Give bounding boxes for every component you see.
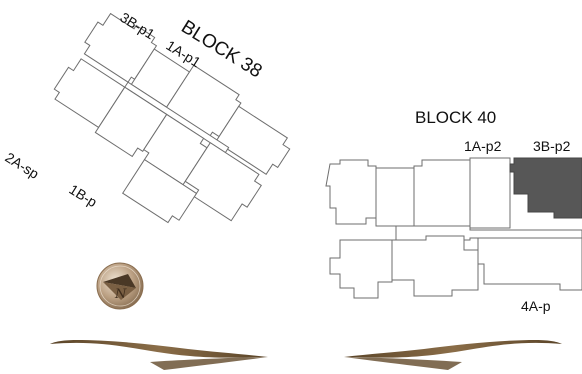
block-40-title: BLOCK 40 — [415, 108, 496, 127]
ornament-left — [50, 340, 268, 370]
block40-unit-1a-p2[interactable] — [469, 157, 511, 229]
block40-unit-bottom-2[interactable] — [391, 235, 479, 297]
block38-unit-bottom-5[interactable] — [122, 158, 198, 227]
unit-label-1a-p2: 1A-p2 — [464, 138, 502, 154]
block40-unit-4a-p[interactable] — [477, 237, 582, 291]
block40-unit-3b-p2[interactable] — [509, 157, 582, 219]
unit-label-1b-p: 1B-p — [66, 181, 100, 210]
block40-unit-top-3[interactable] — [413, 159, 471, 229]
north-compass-icon: N — [96, 262, 144, 310]
block38-unit-top-4[interactable] — [215, 105, 294, 177]
compass-letter: N — [114, 287, 127, 302]
block-40 — [325, 157, 582, 299]
block38-unit-bottom-4[interactable] — [181, 142, 266, 224]
block-38 — [53, 7, 294, 227]
block38-unit-3b-p1[interactable] — [79, 7, 159, 84]
block40-unit-bottom-1[interactable] — [329, 239, 393, 299]
unit-label-3b-p2: 3B-p2 — [533, 138, 571, 154]
unit-label-4a-p: 4A-p — [521, 298, 551, 314]
block40-unit-top-2[interactable] — [375, 167, 415, 227]
unit-label-2a-sp: 2A-sp — [2, 149, 42, 182]
block40-unit-top-1[interactable] — [325, 159, 377, 225]
ornament-right — [344, 340, 562, 370]
